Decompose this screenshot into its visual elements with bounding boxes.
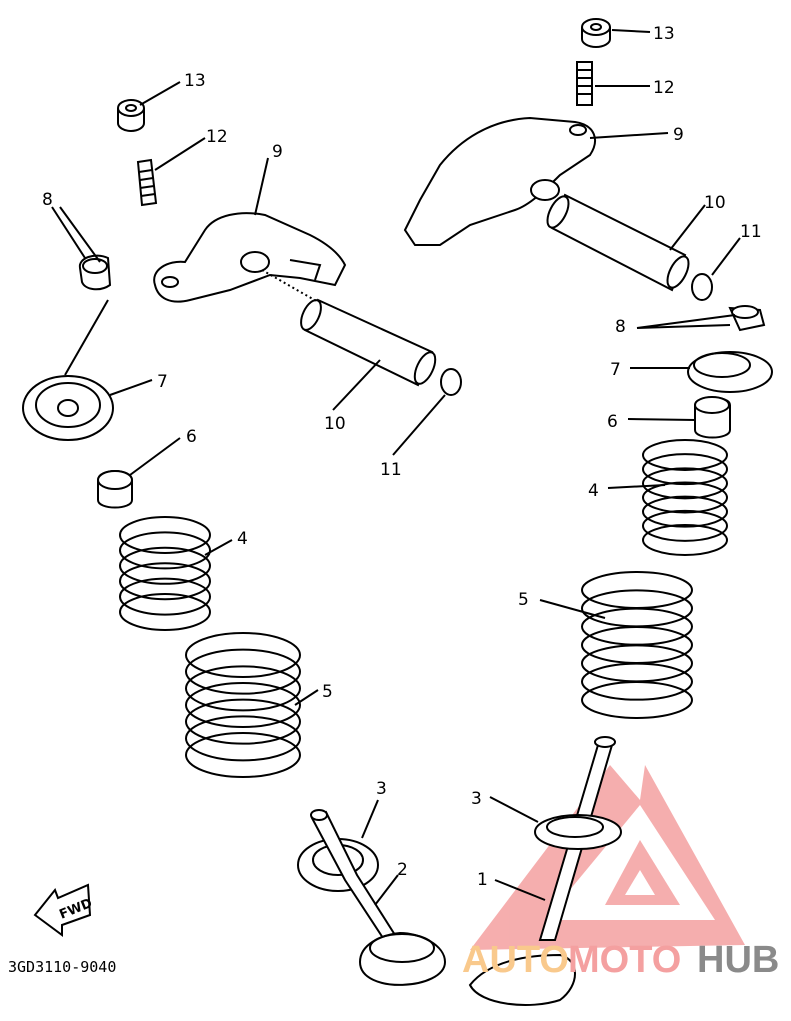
callout-11: 11 <box>740 222 762 242</box>
callout-5: 5 <box>322 682 333 702</box>
callout-3: 3 <box>471 789 482 809</box>
rocker-arm-9-right <box>403 116 596 246</box>
spring-coil <box>185 715 301 762</box>
callout-6: 6 <box>186 427 197 447</box>
watermark-moto: MOTO <box>568 939 681 981</box>
o-ring-11-right <box>691 273 713 301</box>
callout-3: 3 <box>376 779 387 799</box>
rocker-shaft-10-right <box>546 193 690 292</box>
spring-retainer-7-right <box>687 351 773 393</box>
spring-coil <box>119 516 211 554</box>
callout-5: 5 <box>518 590 529 610</box>
spring-coil <box>642 509 728 542</box>
callout-9: 9 <box>673 125 684 145</box>
spring-coil <box>119 531 211 570</box>
callout-2: 2 <box>397 860 408 880</box>
part-code: 3GD3110-9040 <box>8 958 116 976</box>
watermark-logo <box>470 765 745 950</box>
spring-coil <box>185 665 301 712</box>
spring-coil <box>642 481 728 514</box>
outer-spring-5-right <box>581 571 693 719</box>
watermark-text: AUTO MOTO HUB <box>462 939 779 981</box>
callout-4: 4 <box>237 529 248 549</box>
callout-7: 7 <box>610 360 621 380</box>
spring-coil <box>642 495 728 528</box>
callout-13: 13 <box>184 71 206 91</box>
callout-6: 6 <box>607 412 618 432</box>
callout-8: 8 <box>42 190 53 210</box>
fwd-arrow-icon: FWD <box>33 883 95 937</box>
spring-coil <box>185 648 301 695</box>
spring-coil <box>185 682 301 728</box>
left-assembly <box>22 99 462 986</box>
nut-13-right <box>581 18 611 48</box>
spring-coil <box>581 681 693 719</box>
callout-9: 9 <box>272 142 283 162</box>
o-ring-11-left <box>440 368 462 396</box>
callout-12: 12 <box>653 78 675 98</box>
callout-10: 10 <box>324 414 346 434</box>
spring-coil <box>642 524 728 556</box>
watermark-auto: AUTO <box>462 939 569 981</box>
spring-coil <box>119 562 211 601</box>
callout-1: 1 <box>477 870 488 890</box>
spring-coil <box>119 593 211 631</box>
spring-seat-3-right <box>534 814 622 850</box>
spring-coil <box>185 632 301 678</box>
spring-coil <box>185 732 301 778</box>
outer-spring-5-left <box>185 632 301 778</box>
callout-12: 12 <box>206 127 228 147</box>
leader-lines <box>51 29 741 906</box>
valve-stem-seal-6-left <box>97 470 133 509</box>
watermark-hub: HUB <box>697 939 779 981</box>
valve-cotters-8-right <box>728 305 766 332</box>
callout-labels-left: 13 12 9 8 7 10 11 6 4 5 3 2 <box>42 71 408 880</box>
callout-11: 11 <box>380 460 402 480</box>
adjuster-screw-12-left <box>136 158 158 207</box>
callout-8: 8 <box>615 317 626 337</box>
valve-cotters-8-left <box>78 254 112 291</box>
spring-coil <box>119 546 211 585</box>
spring-coil <box>185 698 301 745</box>
spring-coil <box>642 467 728 500</box>
inner-spring-4-right <box>642 439 728 556</box>
adjuster-screw-12-right <box>576 61 593 106</box>
callout-10: 10 <box>704 193 726 213</box>
intake-valve-2 <box>310 809 447 986</box>
rocker-shaft-10-left <box>300 298 437 387</box>
rocker-arm-9-left <box>153 212 347 303</box>
spring-coil <box>581 662 693 701</box>
inner-spring-4-left <box>119 516 211 631</box>
valve-stem-seal-6-right <box>694 396 731 439</box>
nut-13-left <box>117 99 145 132</box>
callout-7: 7 <box>157 372 168 392</box>
callout-13: 13 <box>653 24 675 44</box>
spring-coil <box>642 453 728 486</box>
spring-coil <box>119 577 211 616</box>
spring-retainer-7-left <box>22 375 114 441</box>
callout-labels-right: 13 12 9 10 11 8 7 6 4 5 3 1 <box>471 24 762 890</box>
right-assembly <box>403 18 773 1006</box>
callout-4: 4 <box>588 481 599 501</box>
